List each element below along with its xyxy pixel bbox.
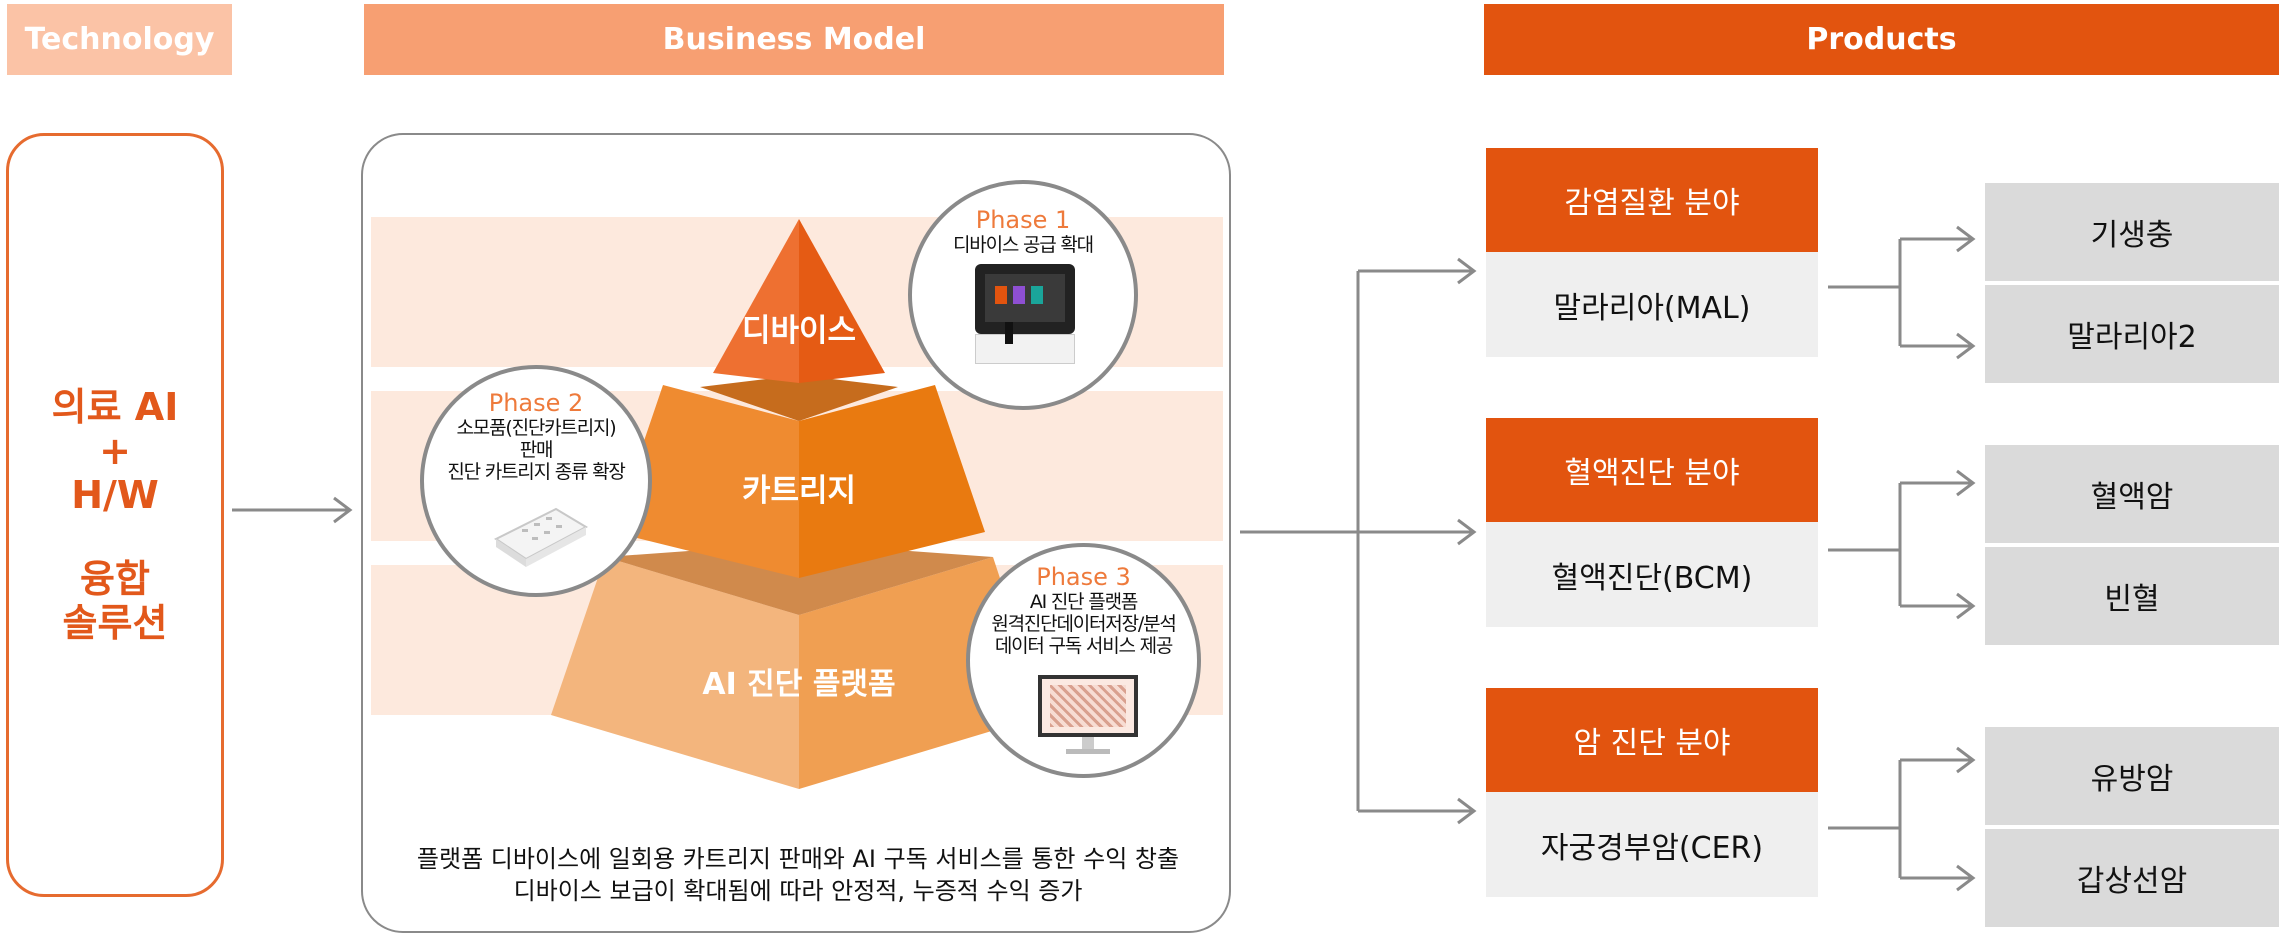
- pyramid-middle-right: [799, 385, 985, 578]
- phase2-circle: Phase 2 소모품(진단카트리지) 판매 진단 카트리지 종류 확장: [420, 365, 652, 597]
- phase1-title: Phase 1: [975, 206, 1071, 234]
- tech-line-1: 의료 AI: [51, 385, 179, 429]
- product-thyroid-cancer: 갑상선암: [1985, 829, 2279, 927]
- business-model-caption: 플랫폼 디바이스에 일회용 카트리지 판매와 AI 구독 서비스를 통한 수익 …: [373, 843, 1223, 907]
- business-model-box: 디바이스 카트리지 AI 진단 플랫폼 Phase 1 디바이스 공급 확대 P…: [361, 133, 1231, 933]
- cartridge-image: [494, 507, 589, 567]
- phase2-title: Phase 2: [488, 389, 584, 417]
- pyramid-label-bottom: AI 진단 플랫폼: [702, 667, 896, 702]
- pyramid-label-top: 디바이스: [741, 313, 857, 349]
- pyramid-label-middle: 카트리지: [741, 473, 857, 509]
- business-model-header: Business Model: [364, 4, 1224, 75]
- monitor-image: [1038, 675, 1138, 760]
- phase1-circle: Phase 1 디바이스 공급 확대: [908, 180, 1138, 410]
- device-image: [975, 264, 1075, 369]
- category-cancer-header: 암 진단 분야: [1486, 688, 1818, 792]
- tech-line-5: 솔루션: [62, 601, 168, 645]
- phase3-line-3: 데이터 구독 서비스 제공: [994, 635, 1174, 657]
- category-cancer-item: 자궁경부암(CER): [1486, 792, 1818, 897]
- pyramid-bottom-left: [551, 557, 799, 789]
- phase1-line-1: 디바이스 공급 확대: [953, 234, 1094, 256]
- phase2-line-1: 소모품(진단카트리지): [456, 417, 617, 439]
- product-parasite: 기생충: [1985, 183, 2279, 281]
- phase3-title: Phase 3: [1036, 563, 1131, 591]
- product-blood-cancer: 혈액암: [1985, 445, 2279, 543]
- phase2-line-3: 진단 카트리지 종류 확장: [447, 461, 626, 483]
- pyramid-middle-top: [700, 375, 898, 421]
- tech-line-2: +: [99, 429, 131, 473]
- phase3-line-1: AI 진단 플랫폼: [1029, 591, 1138, 613]
- caption-line-2: 디바이스 보급이 확대됨에 따라 안정적, 누증적 수익 증가: [513, 877, 1083, 905]
- phase2-line-2: 판매: [519, 439, 554, 461]
- pyramid-top-left: [713, 219, 799, 383]
- products-header: Products: [1484, 4, 2279, 75]
- pyramid-top-right: [799, 219, 885, 383]
- category-infection-header: 감염질환 분야: [1486, 148, 1818, 252]
- category-blood-header: 혈액진단 분야: [1486, 418, 1818, 522]
- pyramid-middle-left: [613, 385, 799, 578]
- product-anemia: 빈혈: [1985, 547, 2279, 645]
- category-blood-item: 혈액진단(BCM): [1486, 522, 1818, 627]
- pyramid-bottom-top: [605, 543, 993, 615]
- caption-line-1: 플랫폼 디바이스에 일회용 카트리지 판매와 AI 구독 서비스를 통한 수익 …: [416, 845, 1180, 873]
- tech-line-4: 융합: [80, 557, 150, 601]
- phase3-line-2: 원격진단데이터저장/분석: [991, 613, 1176, 635]
- product-breast-cancer: 유방암: [1985, 727, 2279, 825]
- category-infection-item: 말라리아(MAL): [1486, 252, 1818, 357]
- technology-header: Technology: [7, 4, 232, 75]
- product-malaria2: 말라리아2: [1985, 285, 2279, 383]
- technology-box: 의료 AI + H/W 융합 솔루션: [6, 133, 224, 897]
- phase3-circle: Phase 3 AI 진단 플랫폼 원격진단데이터저장/분석 데이터 구독 서비…: [966, 543, 1201, 778]
- tech-line-3: H/W: [71, 473, 159, 517]
